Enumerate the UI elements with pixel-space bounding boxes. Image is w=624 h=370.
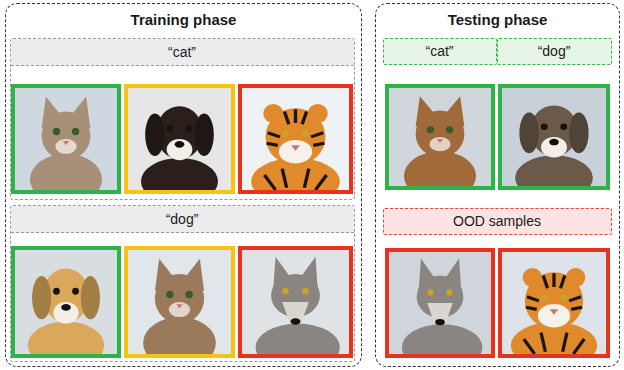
- frame-yellow: [126, 86, 233, 192]
- frame-red: [240, 86, 351, 192]
- class-header: “dog”: [11, 206, 354, 233]
- cat-photo: [143, 259, 216, 369]
- photo-frame: [498, 84, 610, 200]
- photo-frame: [385, 248, 495, 370]
- class-label: “cat”: [384, 39, 496, 64]
- cat-photo: [404, 96, 476, 200]
- class-group-box: “dog”: [10, 205, 355, 362]
- frame-yellow: [126, 248, 233, 356]
- phase-panel: Training phase “cat” “dog”: [5, 3, 362, 367]
- label-band: “cat”: [383, 38, 497, 65]
- photo-frame: [11, 84, 121, 205]
- frame-red: [387, 250, 493, 356]
- photo-frame: [124, 246, 235, 369]
- frame-green: [13, 248, 119, 356]
- frame-red: [500, 250, 608, 356]
- class-label: “cat”: [11, 39, 354, 65]
- frame-red: [240, 248, 351, 356]
- panel-title: Training phase: [6, 11, 361, 28]
- frame-green: [387, 86, 493, 188]
- photo-frame: [11, 246, 121, 369]
- photo-frame: [124, 84, 235, 205]
- class-label: “dog”: [498, 39, 611, 64]
- dog-photo: [28, 269, 104, 369]
- class-label: OOD samples: [384, 209, 611, 234]
- panel-title: Testing phase: [376, 11, 619, 28]
- photo-frame: [385, 84, 495, 200]
- tiger-photo: [251, 104, 340, 205]
- photo-frame: [238, 246, 353, 370]
- label-band: OOD samples: [383, 208, 612, 235]
- tiger-photo: [511, 268, 597, 369]
- wolf-photo: [256, 257, 340, 370]
- photo-frame: [498, 248, 610, 369]
- label-band: “dog”: [497, 38, 612, 65]
- class-label: “dog”: [11, 206, 354, 232]
- photo-frame: [238, 84, 353, 205]
- frame-green: [13, 86, 119, 192]
- cat-photo: [30, 97, 102, 205]
- phase-panel: Testing phase “cat”“dog” OOD samples: [375, 3, 620, 367]
- class-header: “cat”: [11, 39, 354, 66]
- wolf-photo: [402, 258, 483, 370]
- frame-green: [500, 86, 608, 188]
- dog-photo: [141, 106, 218, 205]
- class-group-box: “cat”: [10, 38, 355, 200]
